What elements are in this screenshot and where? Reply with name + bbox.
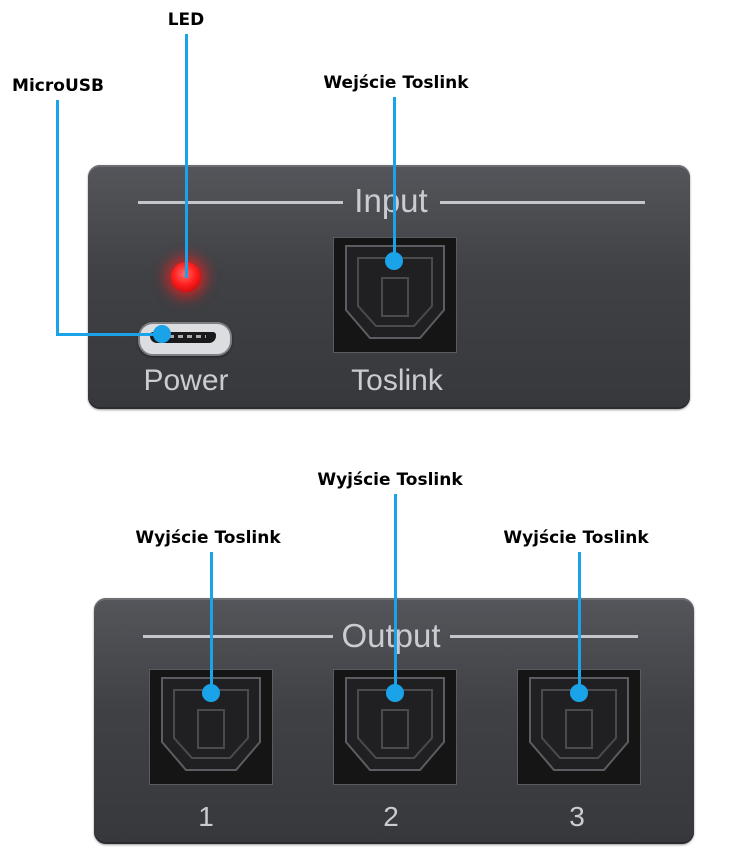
output-port-label-1: 1 <box>198 801 214 832</box>
callout-dot-output-1 <box>202 684 220 702</box>
callout-line-microusb-horizontal <box>56 333 162 336</box>
toslink-socket-icon <box>529 677 629 771</box>
callout-dot-microusb <box>153 325 171 343</box>
callout-line-input-toslink <box>393 97 396 261</box>
output-title-rule-left <box>143 635 333 638</box>
microusb-port <box>138 322 232 356</box>
callout-output-1: Wyjście Toslink <box>135 528 281 548</box>
input-title-rule-right <box>440 201 645 204</box>
callout-line-output-3 <box>578 552 581 693</box>
callout-dot-output-2 <box>386 684 404 702</box>
toslink-socket-icon <box>345 245 445 339</box>
toslink-socket-icon <box>345 677 445 771</box>
output-title-rule-right <box>450 635 638 638</box>
callout-led: LED <box>167 10 205 30</box>
callout-dot-input-toslink <box>385 252 403 270</box>
toslink-socket-icon <box>161 677 261 771</box>
output-port-label-2: 2 <box>383 801 399 832</box>
microusb-port-pins <box>160 335 206 338</box>
callout-line-output-1 <box>210 552 213 693</box>
callout-line-output-2 <box>394 494 397 693</box>
callout-dot-output-3 <box>570 684 588 702</box>
input-panel-title: Input <box>354 182 428 219</box>
output-port-label-3: 3 <box>569 801 585 832</box>
callout-line-microusb-vertical <box>56 100 59 336</box>
callout-microusb: MicroUSB <box>12 76 104 96</box>
callout-output-3: Wyjście Toslink <box>503 528 649 548</box>
callout-output-2: Wyjście Toslink <box>317 470 463 490</box>
toslink-label: Toslink <box>351 364 443 397</box>
input-title-rule-left <box>138 201 343 204</box>
callout-line-led <box>185 34 188 278</box>
output-panel-title: Output <box>341 617 441 654</box>
callout-input-toslink: Wejście Toslink <box>323 73 469 93</box>
power-label: Power <box>143 364 229 397</box>
toslink-input-port <box>333 237 457 353</box>
